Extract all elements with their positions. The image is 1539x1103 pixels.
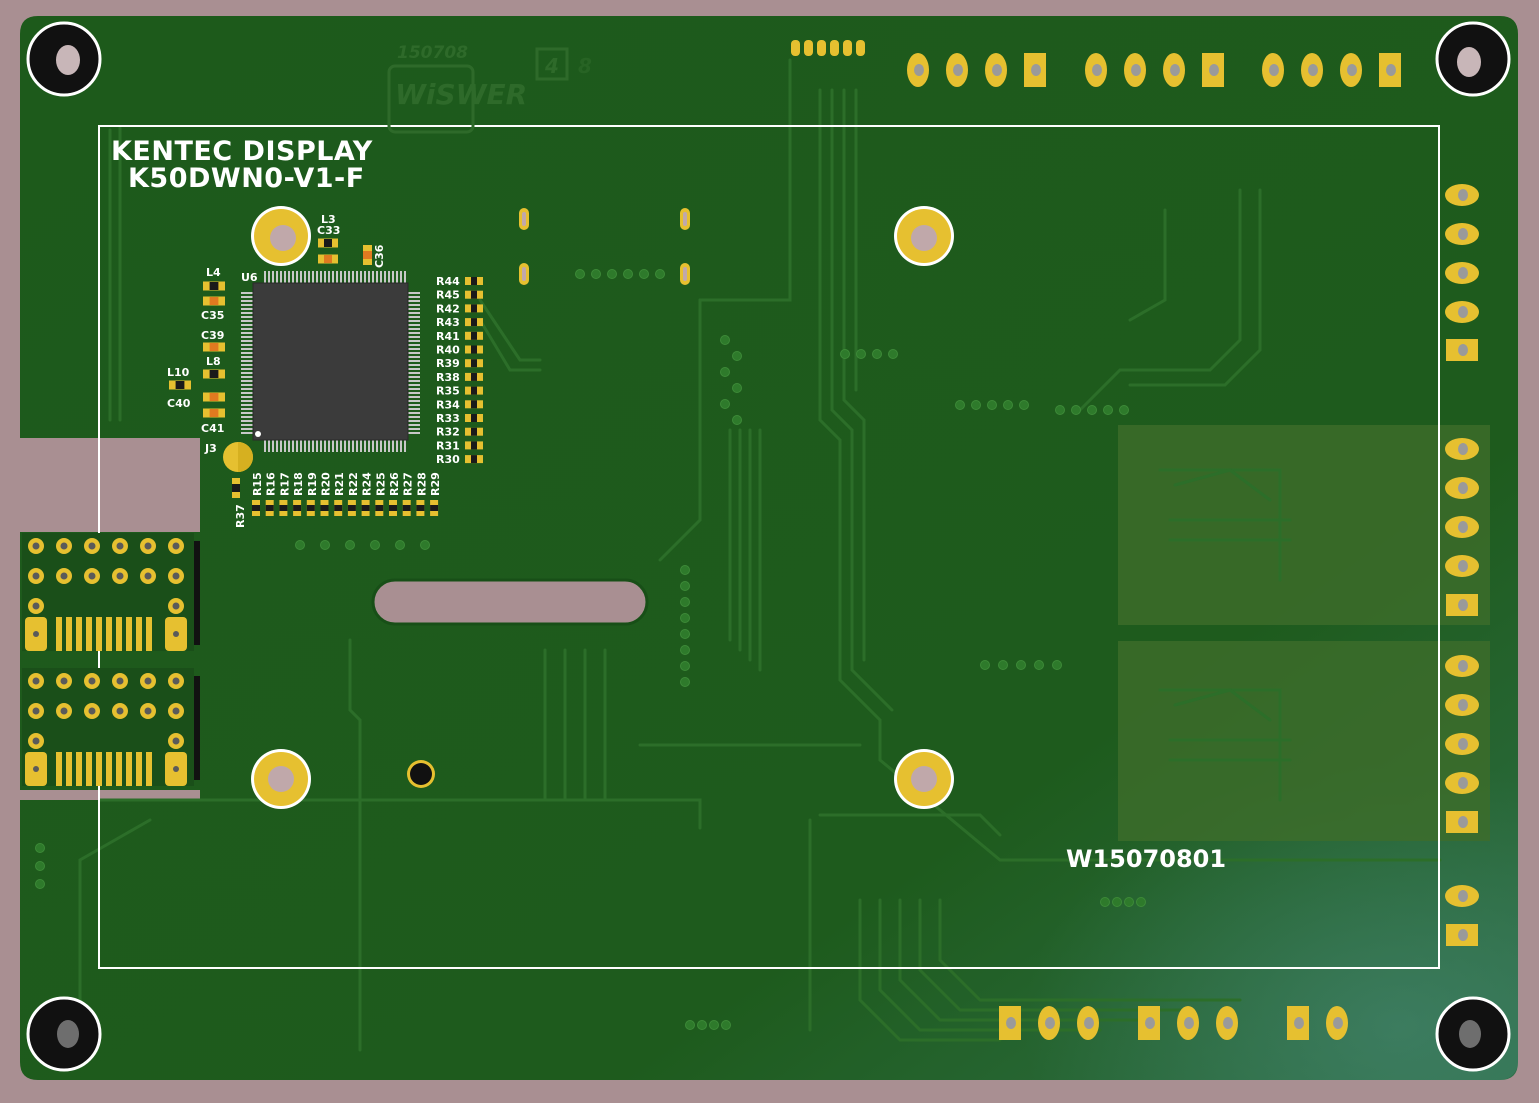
label-r18: R18 bbox=[292, 472, 305, 496]
header-pads bbox=[22, 40, 1479, 1040]
label-c39: C39 bbox=[201, 329, 224, 342]
board-serial: W15070801 bbox=[1066, 845, 1226, 873]
board-title-line1: KENTEC DISPLAY bbox=[111, 136, 373, 167]
label-u6: U6 bbox=[241, 271, 258, 284]
label-j3: J3 bbox=[204, 442, 217, 455]
mounting-hole-tl bbox=[26, 21, 102, 97]
label-r31: R31 bbox=[436, 439, 460, 452]
label-l8: L8 bbox=[206, 355, 221, 368]
mounting-holes bbox=[26, 21, 1511, 1072]
trace-layer bbox=[35, 58, 1442, 1062]
copper-logo-wiswer: 150708 WiSWER 4 8 bbox=[387, 43, 592, 134]
svg-text:WiSWER: WiSWER bbox=[395, 78, 527, 111]
label-r15: R15 bbox=[251, 472, 264, 496]
label-c40: C40 bbox=[167, 397, 191, 410]
label-r24: R24 bbox=[361, 472, 374, 496]
label-r22: R22 bbox=[347, 472, 360, 496]
label-r43: R43 bbox=[436, 316, 460, 329]
label-r21: R21 bbox=[333, 472, 346, 496]
svg-text:150708: 150708 bbox=[397, 43, 468, 63]
label-r17: R17 bbox=[278, 472, 291, 496]
label-r40: R40 bbox=[436, 344, 460, 357]
ic-u6 bbox=[241, 271, 420, 452]
label-c41: C41 bbox=[201, 422, 224, 435]
standoff-pads bbox=[251, 206, 954, 809]
component-labels: L4C35C39L8L10C40C41L3C33C36R44R45R42R43R… bbox=[167, 213, 460, 528]
label-r20: R20 bbox=[320, 472, 333, 496]
mounting-hole-br bbox=[1435, 996, 1511, 1072]
label-r38: R38 bbox=[436, 371, 460, 384]
label-r45: R45 bbox=[436, 289, 460, 302]
board-title-line2: K50DWN0-V1-F bbox=[128, 163, 365, 194]
smd-components bbox=[169, 238, 483, 516]
label-r34: R34 bbox=[436, 398, 460, 411]
label-r42: R42 bbox=[436, 302, 460, 315]
mounting-hole-tr bbox=[1435, 21, 1511, 97]
label-r28: R28 bbox=[415, 472, 428, 496]
label-r27: R27 bbox=[402, 472, 415, 496]
label-r39: R39 bbox=[436, 357, 460, 370]
label-r30: R30 bbox=[436, 453, 460, 466]
label-r25: R25 bbox=[374, 472, 387, 496]
connector-j3 bbox=[223, 442, 253, 472]
label-r33: R33 bbox=[436, 412, 460, 425]
label-r44: R44 bbox=[436, 275, 460, 288]
label-l10: L10 bbox=[167, 366, 190, 379]
label-r37: R37 bbox=[234, 504, 247, 528]
mounting-hole-bl bbox=[26, 996, 102, 1072]
label-c36: C36 bbox=[373, 244, 386, 268]
label-r19: R19 bbox=[306, 472, 319, 496]
board-slot-cutout bbox=[373, 580, 647, 624]
label-r16: R16 bbox=[265, 472, 278, 496]
label-c33: C33 bbox=[317, 224, 340, 237]
svg-text:8: 8 bbox=[578, 54, 592, 78]
label-r26: R26 bbox=[388, 472, 401, 496]
label-r32: R32 bbox=[436, 426, 460, 439]
svg-text:4: 4 bbox=[544, 54, 559, 78]
copper-pour-region-1 bbox=[1118, 425, 1490, 625]
label-c35: C35 bbox=[201, 309, 224, 322]
label-l4: L4 bbox=[206, 266, 221, 279]
label-l3: L3 bbox=[321, 213, 336, 226]
label-r41: R41 bbox=[436, 330, 460, 343]
label-r35: R35 bbox=[436, 385, 460, 398]
label-r29: R29 bbox=[429, 472, 442, 496]
